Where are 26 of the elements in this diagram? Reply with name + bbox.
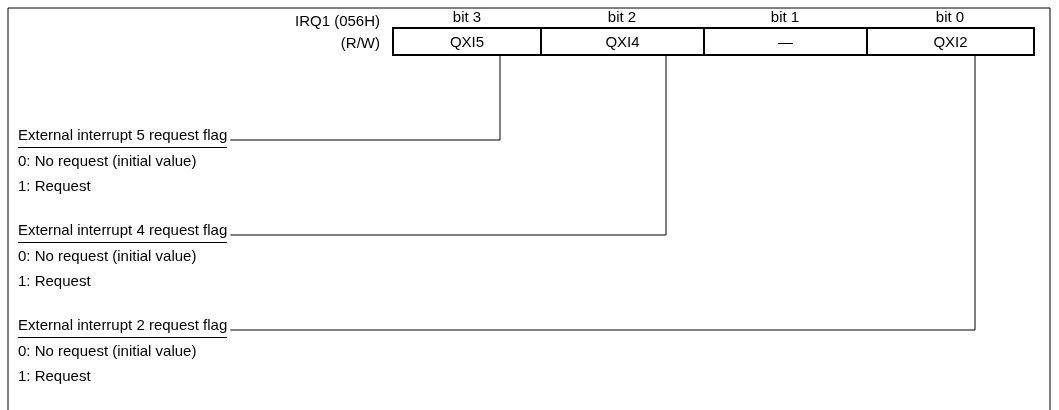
flag-value: 1: Request [18, 271, 92, 291]
bit-label: bit 1 [770, 8, 800, 25]
register-bit-cell [540, 27, 705, 56]
leader-line [229, 55, 501, 141]
bit-name: QXI4 [605, 33, 640, 50]
flag-name: External interrupt 4 request flag [18, 217, 228, 243]
flag-value: 0: No request (initial value) [18, 246, 198, 266]
register-bit-cell [703, 27, 868, 56]
flag-value: 1: Request [18, 176, 92, 196]
flag-name: External interrupt 2 request flag [18, 312, 228, 338]
register-bit-cell [392, 27, 542, 56]
access-type: (R/W) [340, 34, 380, 51]
bit-label: bit 3 [452, 8, 482, 25]
flag-name: External interrupt 5 request flag [18, 122, 228, 148]
leader-line [229, 55, 976, 331]
flag-value: 0: No request (initial value) [18, 151, 198, 171]
register-name: IRQ1 (056H) [294, 12, 380, 29]
bit-name: QXI2 [933, 33, 968, 50]
bit-name: QXI5 [449, 33, 485, 50]
leader-line [229, 55, 667, 236]
register-bit-cell [866, 27, 1035, 56]
flag-value: 0: No request (initial value) [18, 341, 198, 361]
bit-label: bit 2 [607, 8, 637, 25]
bit-name: — [778, 33, 793, 50]
bit-label: bit 0 [935, 8, 965, 25]
flag-value: 1: Request [18, 366, 92, 386]
